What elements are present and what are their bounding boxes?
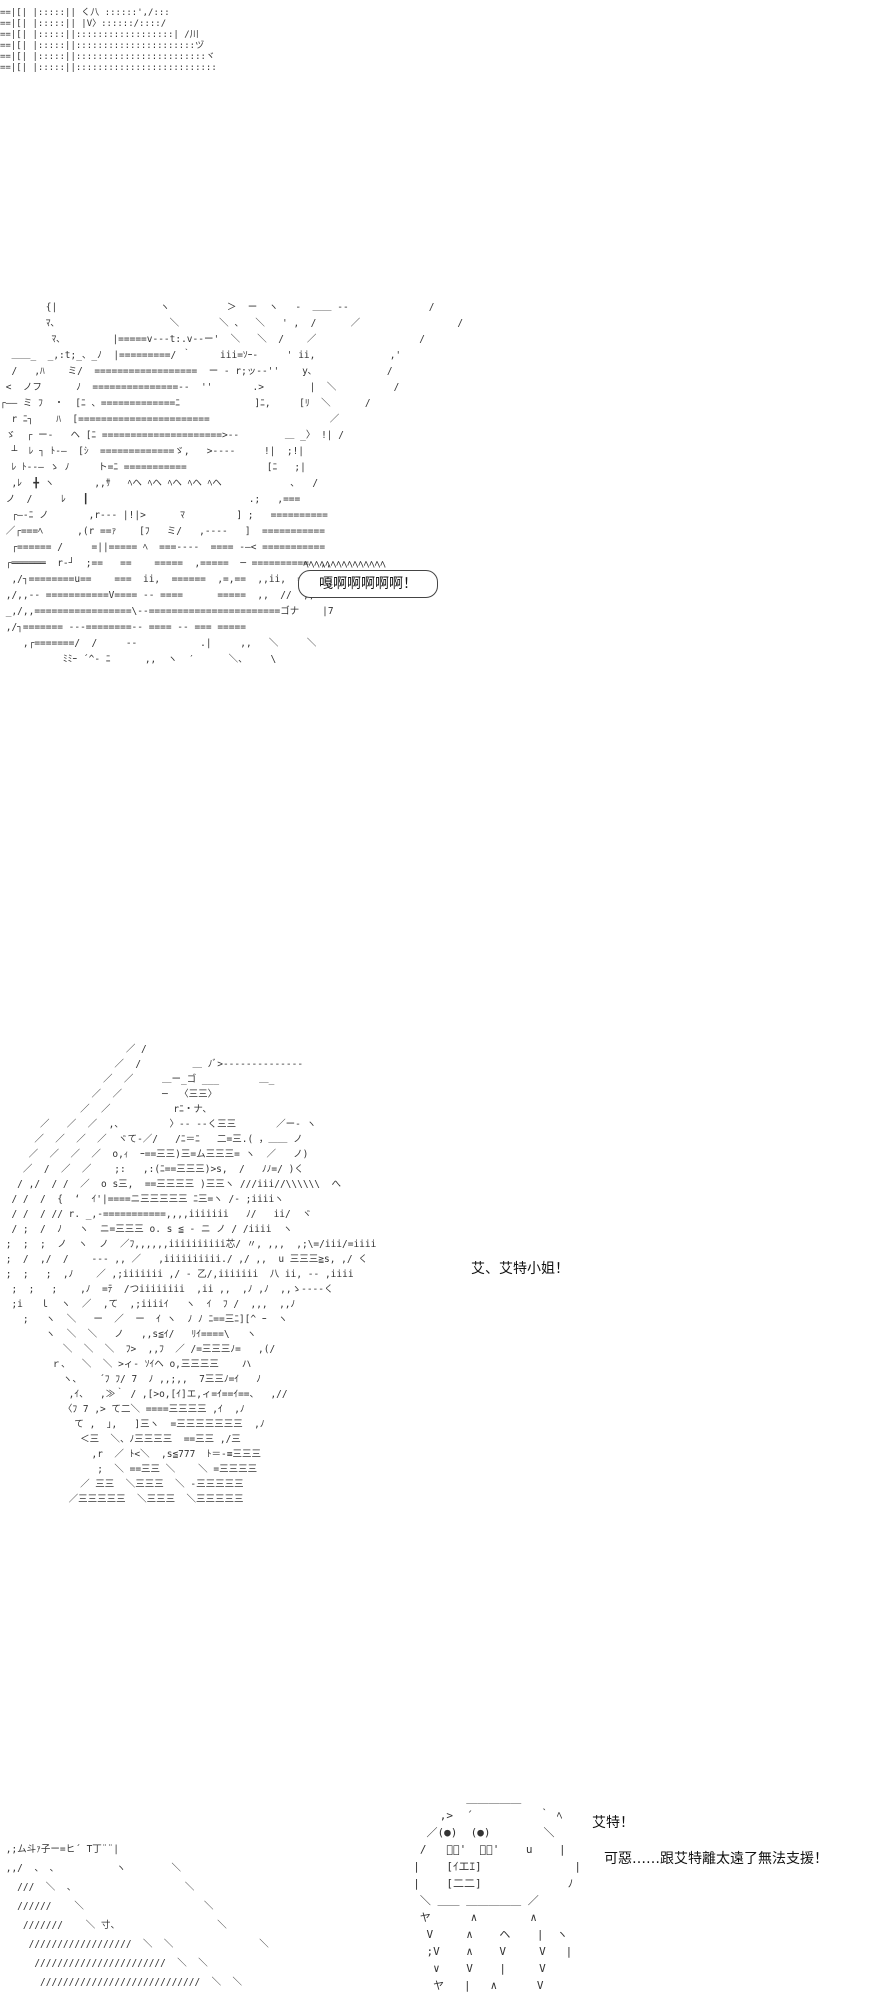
- header-ascii-art: ==|[| |:::::|| く八 ::::::',/::: ==|[| |::…: [0, 8, 217, 73]
- dialogue-line-1: 艾、艾特小姐！: [471, 1261, 569, 1277]
- battle-ascii-art: {| ヽ ＞ ー ヽ ‐ ＿＿ -‐ / ﾏ､ ＼ ＼ 、 ＼ ' , / ／ …: [0, 302, 464, 665]
- robot-ascii-art: ／ / ／ / ＿ ﾉﾞ>‐‐‐‐‐‐‐‐‐‐‐‐‐‐ ／ ／ ＿ー_ゴ ___…: [5, 1044, 377, 1505]
- face-ascii-art: ＿＿＿＿＿ ,> ´ ｀ ﾍ ／(●) (●) ＼ / ﾟー' ﾟー' u | …: [413, 1792, 581, 1992]
- dialogue-line-2: 艾特！: [592, 1815, 634, 1831]
- dialogue-line-3: 可惡……跟艾特離太遠了無法支援！: [604, 1851, 828, 1867]
- shout-bubble-spikes: ﾍﾍﾍﾍﾍﾍﾍﾍﾍﾍﾍﾍﾍﾍﾍ: [290, 558, 386, 571]
- bottom-left-ascii-art: ,;ム斗ｧ子ー=ヒ´ T丁¨¨| ,,/ 、 、 ヽ ＼ /// ＼ 、 ＼ /…: [5, 1844, 269, 1988]
- shout-bubble: 嘎啊啊啊啊啊！: [298, 570, 438, 598]
